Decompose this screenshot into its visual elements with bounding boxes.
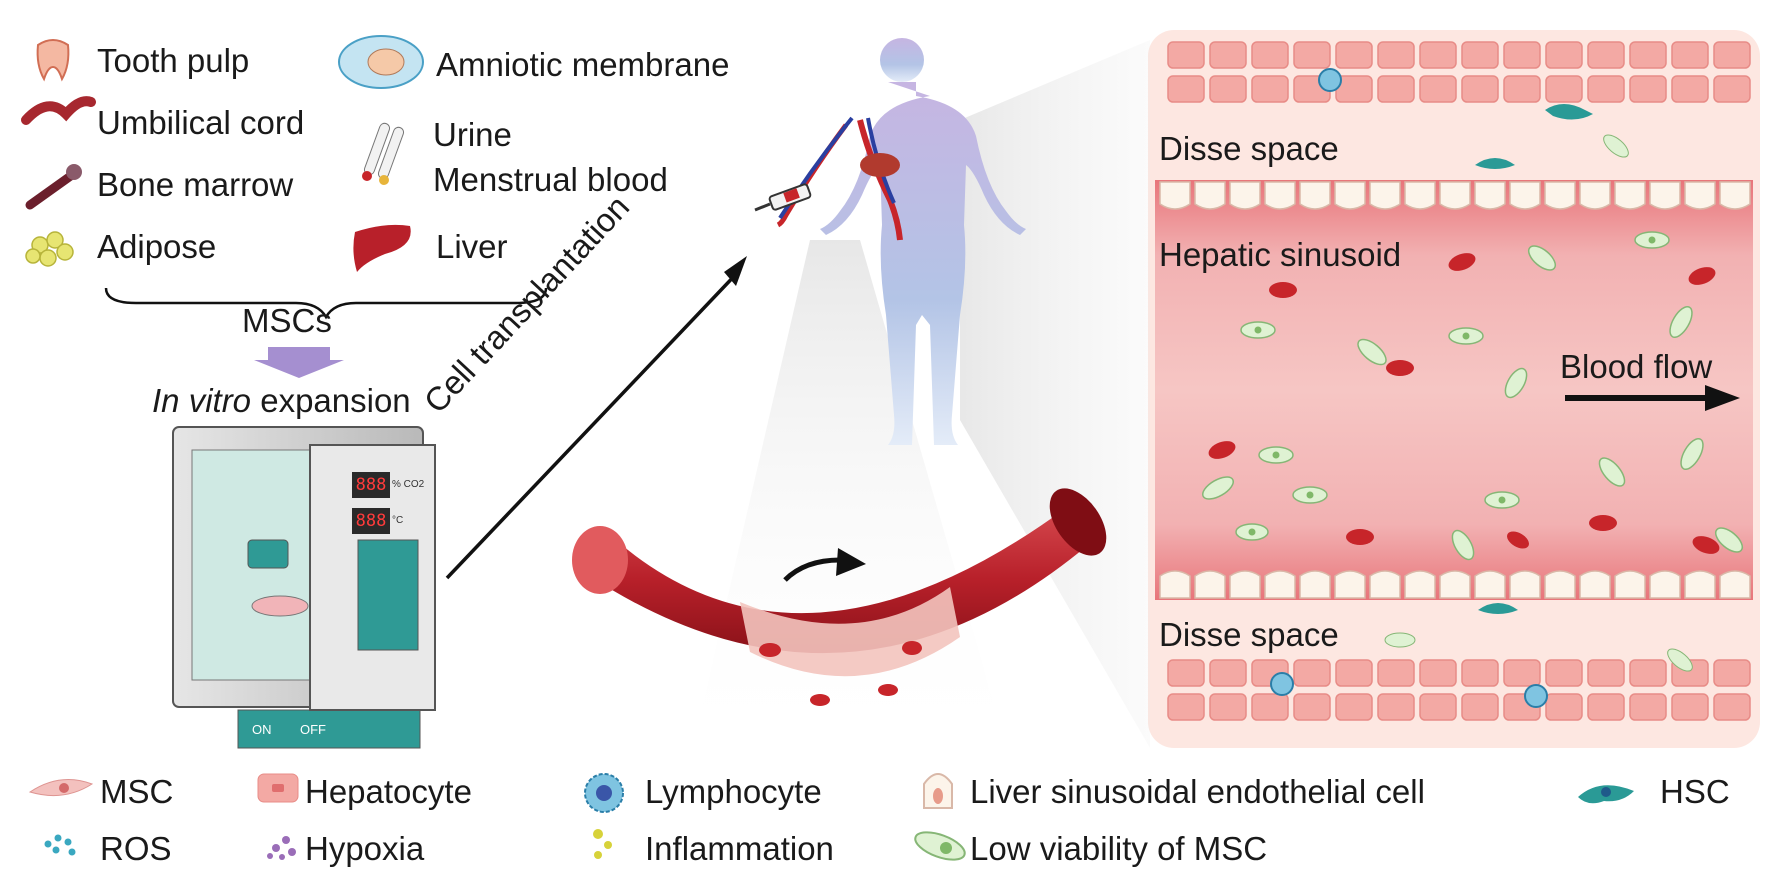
blood-flow-label: Blood flow [1560, 348, 1713, 385]
incubator-off-label: OFF [300, 722, 326, 737]
source-label-bone-marrow: Bone marrow [97, 166, 294, 203]
legend-label-lymphocyte: Lymphocyte [645, 773, 822, 810]
disse-space-cells [1270, 68, 1693, 708]
endothelial-row-bottom [1159, 570, 1751, 599]
incubator-display-bottom: 888 [352, 508, 390, 534]
liver-icon [353, 224, 411, 272]
incubator-co2-label: % CO2 [392, 479, 425, 490]
sinusoid-cells [1201, 231, 1744, 561]
brace [104, 287, 548, 320]
source-label-urine: Urine [433, 116, 512, 153]
incubator [172, 426, 436, 749]
incubator-display-top: 888 [352, 472, 390, 498]
legend-label-hsc: HSC [1660, 773, 1730, 810]
transplant-arrow [445, 256, 747, 580]
blood-vessel [572, 488, 1107, 706]
expansion-text: expansion [251, 382, 411, 419]
bone-icon [25, 164, 82, 210]
hepatocyte-row-bottom [1167, 659, 1751, 721]
in-vitro-expansion-label: In vitro expansion [152, 384, 411, 417]
legend-label-msc: MSC [100, 773, 174, 810]
zoom-cone-right [960, 40, 1150, 748]
legend-label-hepatocyte: Hepatocyte [305, 773, 472, 810]
legend-label-low-viability: Low viability of MSC [970, 830, 1268, 867]
source-label-umbilical-cord: Umbilical cord [97, 104, 305, 141]
legend-label-endothelial: Liver sinusoidal endothelial cell [970, 773, 1425, 810]
test-tube-icon [362, 122, 405, 185]
source-label-menstrual-blood: Menstrual blood [433, 161, 668, 198]
disse-space-top-label: Disse space [1159, 130, 1339, 167]
incubator-on-label: ON [252, 722, 272, 737]
legend-label-inflammation: Inflammation [645, 830, 834, 867]
umbilical-cord-icon [21, 96, 96, 125]
amniotic-membrane-icon [338, 35, 424, 89]
disse-space-bottom-label: Disse space [1159, 616, 1339, 653]
source-label-amniotic-membrane: Amniotic membrane [436, 46, 730, 83]
endothelial-row-top [1159, 181, 1751, 210]
down-arrow [254, 347, 344, 378]
syringe-icon [754, 183, 812, 212]
source-label-liver: Liver [436, 228, 508, 265]
human-body-figure [776, 38, 1026, 445]
tooth-icon [36, 39, 70, 82]
legend-label-ros: ROS [100, 830, 172, 867]
hepatocyte-row-top [1167, 41, 1751, 103]
adipose-icon [25, 231, 74, 267]
source-label-adipose: Adipose [97, 228, 217, 265]
incubator-temp-label: °C [392, 515, 404, 526]
in-vitro-italic: In vitro [152, 382, 252, 419]
legend-label-hypoxia: Hypoxia [305, 830, 425, 867]
blood-flow-arrow [1565, 385, 1740, 411]
msc-label: MSCs [242, 302, 332, 339]
hepatic-sinusoid-label: Hepatic sinusoid [1159, 236, 1402, 273]
source-label-tooth-pulp: Tooth pulp [97, 42, 250, 79]
